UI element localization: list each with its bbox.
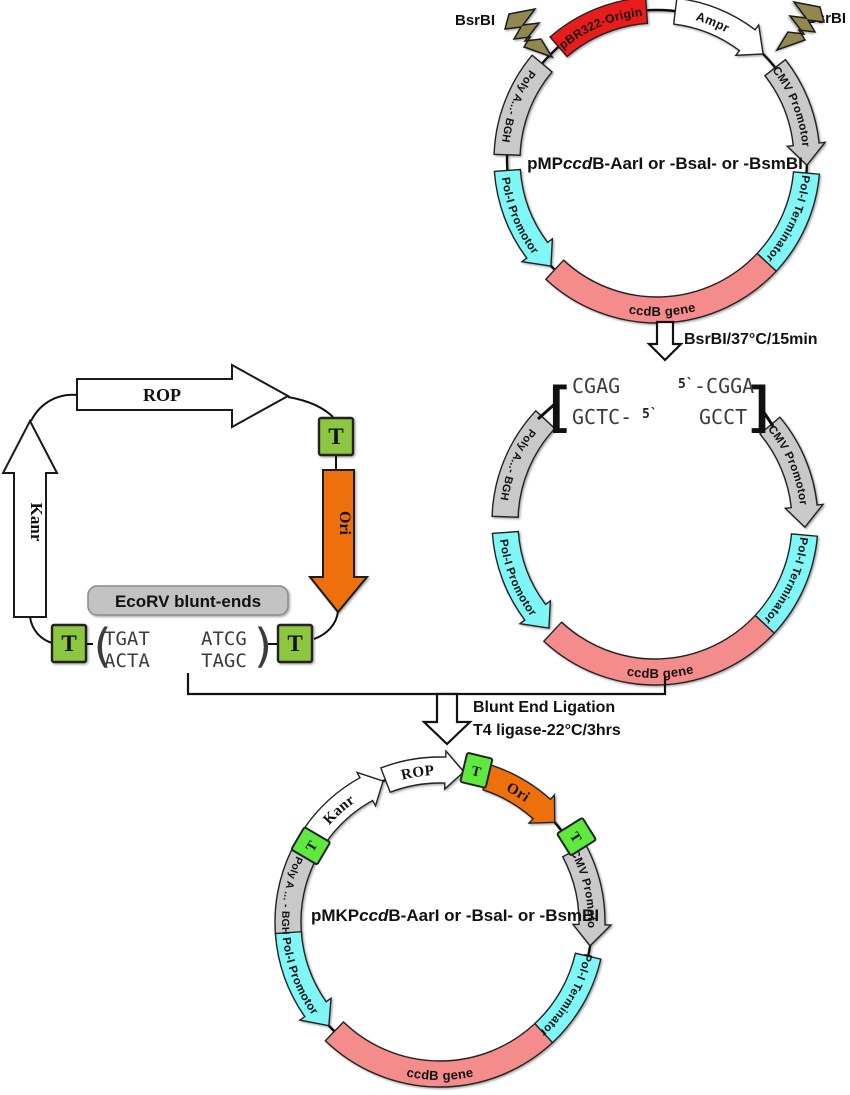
t-overhang-box: T — [290, 826, 331, 865]
ligation-step-arrow-icon — [421, 692, 473, 746]
ligation-connector-line — [186, 673, 667, 696]
t-overhang-label: T — [470, 764, 483, 781]
pol1-promotor-segment — [493, 168, 554, 267]
backbone-curve — [29, 616, 53, 644]
kanr-label: Kanr — [27, 503, 46, 542]
pbr322-origin-segment — [549, 0, 649, 58]
polya-bgh-segment — [493, 54, 554, 156]
lightning-bolt-icon — [775, 0, 826, 52]
plasmid3-title: pMKPccdB-AarI or -BsaI- or -BsmBI — [311, 906, 599, 925]
backbone-curve — [287, 396, 334, 418]
ori-segment — [482, 764, 556, 824]
pol1-promotor-segment — [491, 530, 552, 629]
t-overhang-box: T — [459, 752, 494, 789]
rop-arrow — [76, 363, 291, 429]
plasmid1-title: pMPccdB-AarI or -BsaI- or -BsmBI — [527, 154, 803, 173]
overhang-seq-left-top: CGAG — [572, 374, 620, 398]
ampr-segment — [672, 0, 764, 57]
kanr-segment — [302, 771, 384, 846]
blunt-bracket-left: ( — [88, 619, 116, 673]
digest-step-arrow-icon — [646, 320, 684, 362]
blunt-seq-right-bottom: TAGC — [201, 650, 247, 672]
ccdb-gene-segment — [544, 252, 778, 324]
backbone-curve — [313, 610, 339, 640]
five-prime-label-right: 5` — [678, 377, 694, 392]
t-overhang-box: T — [556, 817, 597, 856]
blunt-seq-left-top: TGAT — [104, 628, 150, 650]
t-overhang-label: T — [328, 424, 343, 449]
t-overhang-box — [317, 416, 355, 457]
overhang-seq-right-top: -CGGA — [694, 374, 754, 398]
ecorv-callout-box — [87, 585, 289, 616]
pol1-promotor-segment — [274, 930, 332, 1027]
ccdb-gene-label: ccdB gene — [626, 661, 695, 681]
rop-label: ROP — [143, 385, 181, 405]
backbone-curve — [30, 393, 78, 422]
t-overhang-label: T — [61, 631, 76, 656]
rop-label: ROP — [400, 763, 435, 784]
ccdb-gene-segment — [324, 1021, 554, 1088]
cmv-promotor-segment — [561, 843, 613, 947]
ligation-step-label-line1: Blunt End Ligation — [473, 699, 615, 716]
cmv-promotor-segment — [763, 58, 827, 167]
cut-connector-right — [761, 410, 775, 427]
ligation-step-label-line2: T4 ligase-22°C/3hrs — [473, 722, 621, 739]
lightning-bolt-icon — [503, 7, 554, 59]
t-overhang-label: T — [287, 631, 302, 656]
bsrbi-site-label-left: BsrBI — [455, 12, 495, 29]
svg-text:ccdB gene: ccdB gene — [628, 299, 697, 319]
ori-arrow — [307, 469, 370, 614]
overhang-seq-left-bottom: GCTC- — [572, 405, 632, 429]
ccdb-gene-segment — [542, 614, 776, 686]
svg-text:ROP: ROP — [400, 763, 435, 784]
svg-text:ccdB gene: ccdB gene — [626, 661, 695, 681]
cmv-promotor-segment — [758, 416, 825, 529]
digest-step-label: BsrBI/37°C/15min — [684, 331, 818, 348]
t-overhang-box — [276, 623, 314, 664]
blunt-bracket-right: ) — [250, 619, 278, 673]
ori-label: Ori — [336, 511, 353, 536]
insert-fragment: ROP Kanr Ori T T T EcoRV blunt-ends ( TG… — [1, 363, 370, 673]
cut-connector-left — [536, 400, 559, 421]
svg-text:ccdB gene: ccdB gene — [405, 1065, 474, 1084]
overhang-bracket-right: ] — [751, 376, 768, 434]
ecorv-callout-label: EcoRV blunt-ends — [115, 592, 261, 611]
blunt-seq-right-top: ATCG — [201, 628, 247, 650]
five-prime-label-left: 5` — [642, 407, 658, 422]
ccdb-gene-label: ccdB gene — [628, 299, 697, 319]
overhang-bracket-left: [ — [550, 376, 567, 434]
overhang-seq-right-bottom: GCCT — [699, 405, 747, 429]
ccdb-gene-label: ccdB gene — [405, 1065, 474, 1084]
blunt-seq-left-bottom: ACTA — [104, 650, 150, 672]
t-overhang-box — [50, 623, 88, 664]
polya-bgh-segment — [491, 409, 556, 518]
kanr-arrow — [1, 418, 59, 618]
